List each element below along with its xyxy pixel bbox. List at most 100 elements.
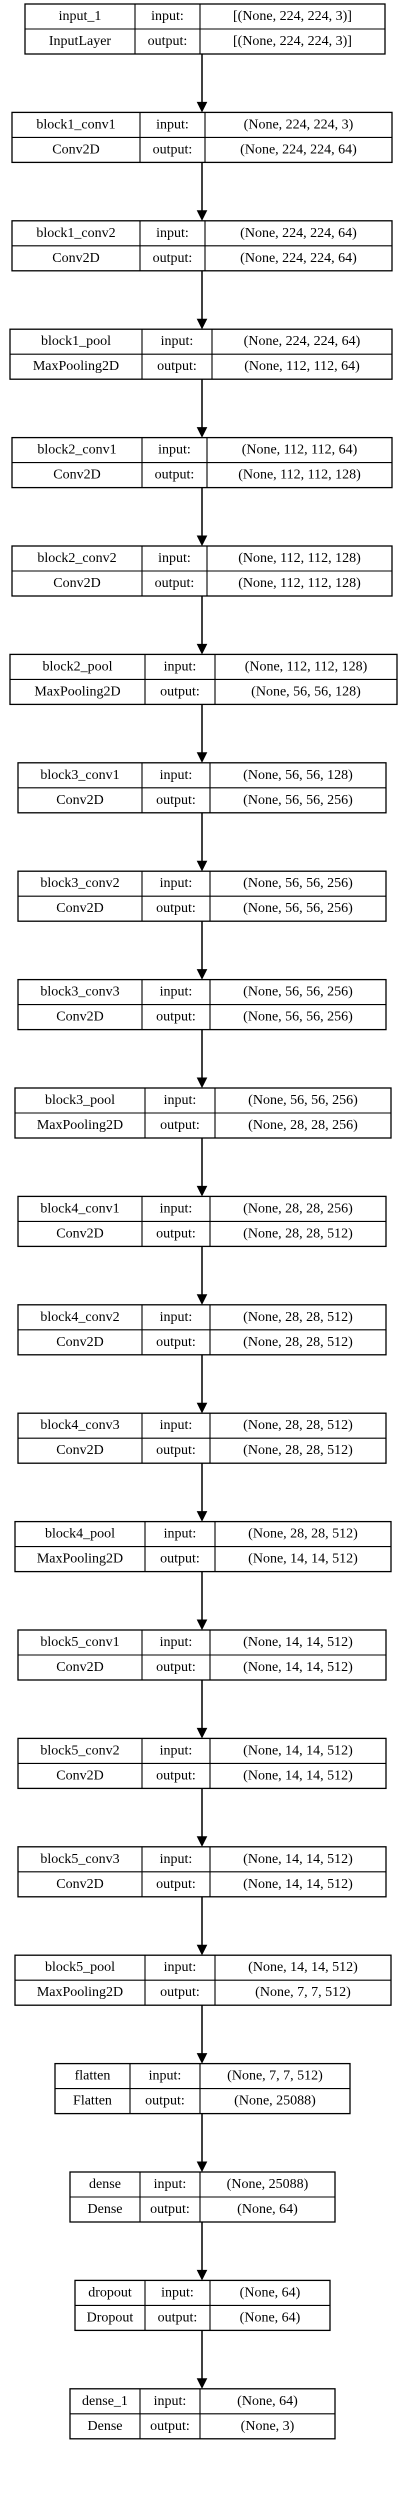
- output-label: output:: [155, 576, 195, 591]
- output-label: output:: [156, 1335, 196, 1350]
- input-shape: (None, 56, 56, 256): [248, 1093, 358, 1108]
- input-shape: (None, 7, 7, 512): [227, 2069, 323, 2084]
- edge-arrow: [196, 1246, 208, 1305]
- output-shape: (None, 7, 7, 512): [255, 1985, 351, 2000]
- output-label: output:: [156, 1768, 196, 1783]
- layer-name: input_1: [59, 9, 102, 24]
- input-label: input:: [149, 2069, 182, 2084]
- output-label: output:: [160, 1118, 200, 1133]
- output-shape: (None, 28, 28, 512): [243, 1335, 353, 1350]
- output-label: output:: [150, 2202, 190, 2217]
- input-shape: (None, 224, 224, 64): [244, 334, 361, 349]
- input-label: input:: [154, 2394, 187, 2409]
- layer-type: Conv2D: [56, 1660, 103, 1675]
- layer-name: block5_conv1: [40, 1635, 119, 1650]
- output-label: output:: [158, 2310, 198, 2325]
- edge-arrow: [196, 270, 208, 330]
- layer-type: Conv2D: [53, 576, 100, 591]
- layer-node: block2_poolMaxPooling2Dinput:output:(Non…: [9, 653, 398, 706]
- output-label: output:: [156, 1226, 196, 1241]
- input-shape: (None, 56, 56, 256): [243, 985, 353, 1000]
- arrowhead-icon: [196, 1185, 208, 1197]
- input-shape: (None, 64): [237, 2394, 298, 2409]
- arrowhead-icon: [196, 1727, 208, 1739]
- edge-arrow: [196, 921, 208, 980]
- layer-name: block2_pool: [43, 659, 113, 674]
- input-shape: (None, 112, 112, 128): [245, 659, 368, 674]
- arrowhead-icon: [196, 318, 208, 330]
- input-label: input:: [160, 1201, 193, 1216]
- arrowhead-icon: [196, 860, 208, 872]
- input-shape: (None, 112, 112, 128): [238, 551, 361, 566]
- edge-arrow: [196, 1354, 208, 1414]
- input-shape: (None, 14, 14, 512): [243, 1635, 353, 1650]
- output-shape: (None, 56, 56, 128): [251, 684, 361, 699]
- input-label: input:: [151, 9, 184, 24]
- input-shape: (None, 56, 56, 128): [243, 768, 353, 783]
- input-label: input:: [160, 1310, 193, 1325]
- input-shape: (None, 224, 224, 3): [244, 117, 354, 132]
- output-label: output:: [156, 901, 196, 916]
- output-shape: [(None, 224, 224, 3)]: [233, 34, 352, 49]
- output-shape: (None, 56, 56, 256): [243, 901, 353, 916]
- input-label: input:: [160, 876, 193, 891]
- output-label: output:: [156, 1443, 196, 1458]
- output-shape: (None, 64): [237, 2202, 298, 2217]
- layer-name: block4_conv3: [40, 1418, 119, 1433]
- layer-type: MaxPooling2D: [34, 684, 120, 699]
- input-shape: (None, 25088): [227, 2177, 309, 2192]
- edge-arrow: [196, 1138, 208, 1197]
- layer-type: Dropout: [87, 2310, 134, 2325]
- input-label: input:: [154, 2177, 187, 2192]
- input-shape: (None, 14, 14, 512): [248, 1960, 358, 1975]
- arrowhead-icon: [196, 2053, 208, 2064]
- layer-type: Conv2D: [56, 793, 103, 808]
- arrowhead-icon: [196, 2161, 208, 2173]
- layer-type: InputLayer: [49, 34, 112, 49]
- output-shape: (None, 56, 56, 256): [243, 793, 353, 808]
- input-label: input:: [164, 659, 197, 674]
- layer-node: block5_poolMaxPooling2Dinput:output:(Non…: [14, 1954, 392, 2006]
- output-shape: (None, 224, 224, 64): [240, 251, 357, 266]
- layer-type: Conv2D: [52, 251, 99, 266]
- layer-name: block3_conv3: [40, 985, 119, 1000]
- input-shape: (None, 224, 224, 64): [240, 226, 357, 241]
- arrowhead-icon: [196, 2378, 208, 2389]
- input-shape: (None, 64): [240, 2285, 301, 2300]
- layer-type: Conv2D: [52, 142, 99, 157]
- input-label: input:: [160, 985, 193, 1000]
- input-shape: (None, 28, 28, 512): [243, 1418, 353, 1433]
- arrowhead-icon: [196, 1294, 208, 1305]
- output-label: output:: [156, 793, 196, 808]
- edge-arrow: [196, 2330, 208, 2389]
- layer-type: Conv2D: [56, 1443, 103, 1458]
- layer-name: block3_pool: [45, 1093, 115, 1108]
- output-label: output:: [156, 1660, 196, 1675]
- edge-arrow: [196, 1680, 208, 1739]
- input-label: input:: [160, 1852, 193, 1867]
- input-shape: (None, 14, 14, 512): [243, 1743, 353, 1758]
- input-shape: (None, 14, 14, 512): [243, 1852, 353, 1867]
- layer-name: block1_conv1: [36, 117, 115, 132]
- output-label: output:: [157, 359, 197, 374]
- arrowhead-icon: [196, 2269, 208, 2281]
- output-shape: (None, 112, 112, 128): [238, 468, 361, 483]
- output-label: output:: [153, 142, 193, 157]
- input-shape: (None, 28, 28, 256): [243, 1201, 353, 1216]
- output-shape: (None, 28, 28, 512): [243, 1443, 353, 1458]
- arrowhead-icon: [196, 101, 208, 113]
- layer-type: Conv2D: [56, 1768, 103, 1783]
- layer-name: block5_conv2: [40, 1743, 119, 1758]
- edge-arrow: [196, 2113, 208, 2173]
- output-shape: (None, 14, 14, 512): [243, 1877, 353, 1892]
- arrowhead-icon: [196, 643, 208, 655]
